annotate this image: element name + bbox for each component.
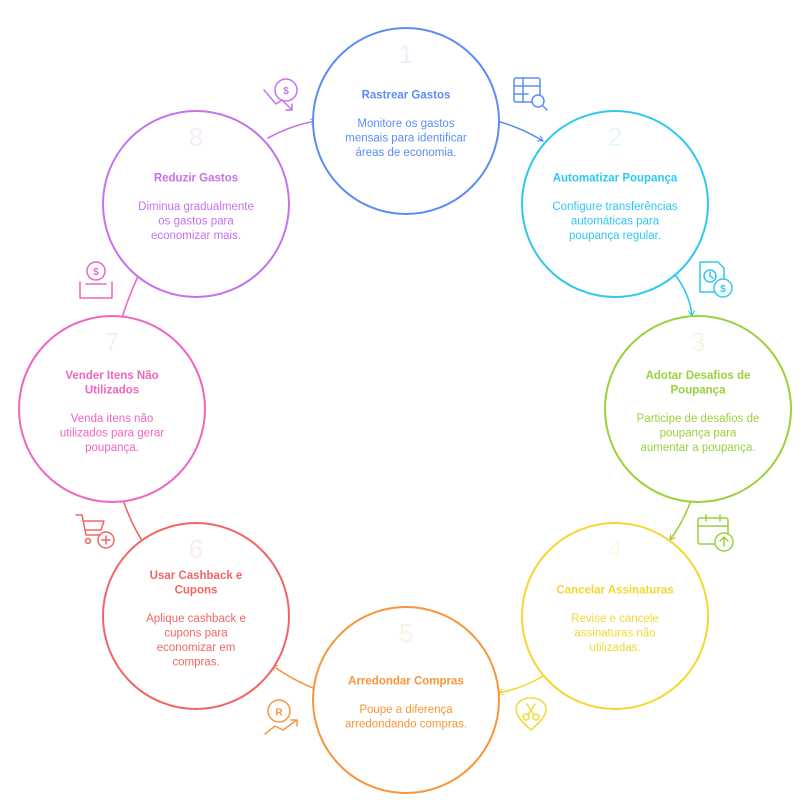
money-decrease-icon: $ xyxy=(263,78,298,111)
step-title: Reduzir Gastos xyxy=(154,172,238,184)
svg-text:R: R xyxy=(275,708,283,719)
step-number: 5 xyxy=(399,618,413,648)
step-circle xyxy=(521,110,709,298)
step-title: Rastrear Gastos xyxy=(362,89,451,101)
step-title: Cupons xyxy=(175,584,218,596)
step-icons: $ R $ $ xyxy=(75,77,734,735)
arrow-step-7-to-8 xyxy=(121,271,141,319)
scheduled-payment-icon: $ xyxy=(699,261,733,298)
step-circle xyxy=(18,315,206,503)
step-circle xyxy=(102,110,290,298)
coin-growth-icon: R xyxy=(264,699,298,735)
step-number: 4 xyxy=(608,534,622,564)
step-description: utilizadas. xyxy=(589,642,640,654)
step-number: 8 xyxy=(189,122,203,152)
spreadsheet-search-icon xyxy=(513,77,548,111)
step-description: economizar mais. xyxy=(151,230,241,242)
step-description: automáticas para xyxy=(571,215,660,227)
step-description: aumentar a poupança. xyxy=(640,442,755,454)
step-title: Poupança xyxy=(671,385,727,397)
step-number: 3 xyxy=(691,327,705,357)
step-title: Automatizar Poupança xyxy=(553,172,678,184)
step-title: Arredondar Compras xyxy=(348,676,464,688)
step-circle xyxy=(521,522,709,710)
svg-text:$: $ xyxy=(283,86,289,97)
arrow-step-1-to-2 xyxy=(496,120,544,142)
step-number: 1 xyxy=(399,39,413,69)
step-description: poupança regular. xyxy=(569,230,661,242)
svg-text:$: $ xyxy=(93,267,99,278)
step-description: Participe de desafios de xyxy=(637,413,760,425)
step-description: Diminua gradualmente xyxy=(138,201,254,213)
arrow-step-4-to-5 xyxy=(497,675,544,696)
step-description: Monitore os gastos xyxy=(357,118,454,130)
calendar-upload-icon xyxy=(697,514,734,552)
step-number: 7 xyxy=(105,327,119,357)
svg-text:$: $ xyxy=(720,284,726,295)
step-description: cupons para xyxy=(164,627,228,639)
step-description: compras. xyxy=(172,656,219,668)
step-description: economizar em xyxy=(157,642,236,654)
step-title: Utilizados xyxy=(85,385,139,397)
step-circle xyxy=(312,606,500,794)
step-description: Aplique cashback e xyxy=(146,613,246,625)
step-title: Vender Itens Não xyxy=(65,370,158,382)
step-description: utilizados para gerar xyxy=(60,428,164,440)
step-title: Cancelar Assinaturas xyxy=(556,584,673,596)
step-description: Revise e cancele xyxy=(571,613,659,625)
step-description: poupança para xyxy=(660,428,737,440)
step-description: assinaturas não xyxy=(574,627,655,639)
step-description: Venda itens não xyxy=(71,413,154,425)
step-title: Adotar Desafios de xyxy=(646,370,751,382)
step-description: Configure transferências xyxy=(552,201,678,213)
step-description: arredondando compras. xyxy=(345,719,467,731)
step-circle xyxy=(604,315,792,503)
arrow-step-3-to-4 xyxy=(669,502,691,541)
cart-add-icon xyxy=(75,514,115,549)
coin-drop-box-icon: $ xyxy=(79,261,113,299)
step-number: 2 xyxy=(608,122,622,152)
step-title: Usar Cashback e xyxy=(150,570,243,582)
step-number: 6 xyxy=(189,534,203,564)
step-description: mensais para identificar xyxy=(345,132,467,144)
arrow-step-8-to-1 xyxy=(267,118,317,139)
step-description: Poupe a diferença xyxy=(359,704,453,716)
step-circle xyxy=(102,522,290,710)
arrow-step-2-to-3 xyxy=(675,275,695,317)
scissors-badge-icon xyxy=(515,697,547,731)
arrow-step-5-to-6 xyxy=(271,664,319,691)
step-description: áreas de economia. xyxy=(355,147,456,159)
step-circle xyxy=(312,27,500,215)
step-description: os gastos para xyxy=(158,215,234,227)
step-description: poupança. xyxy=(85,442,139,454)
